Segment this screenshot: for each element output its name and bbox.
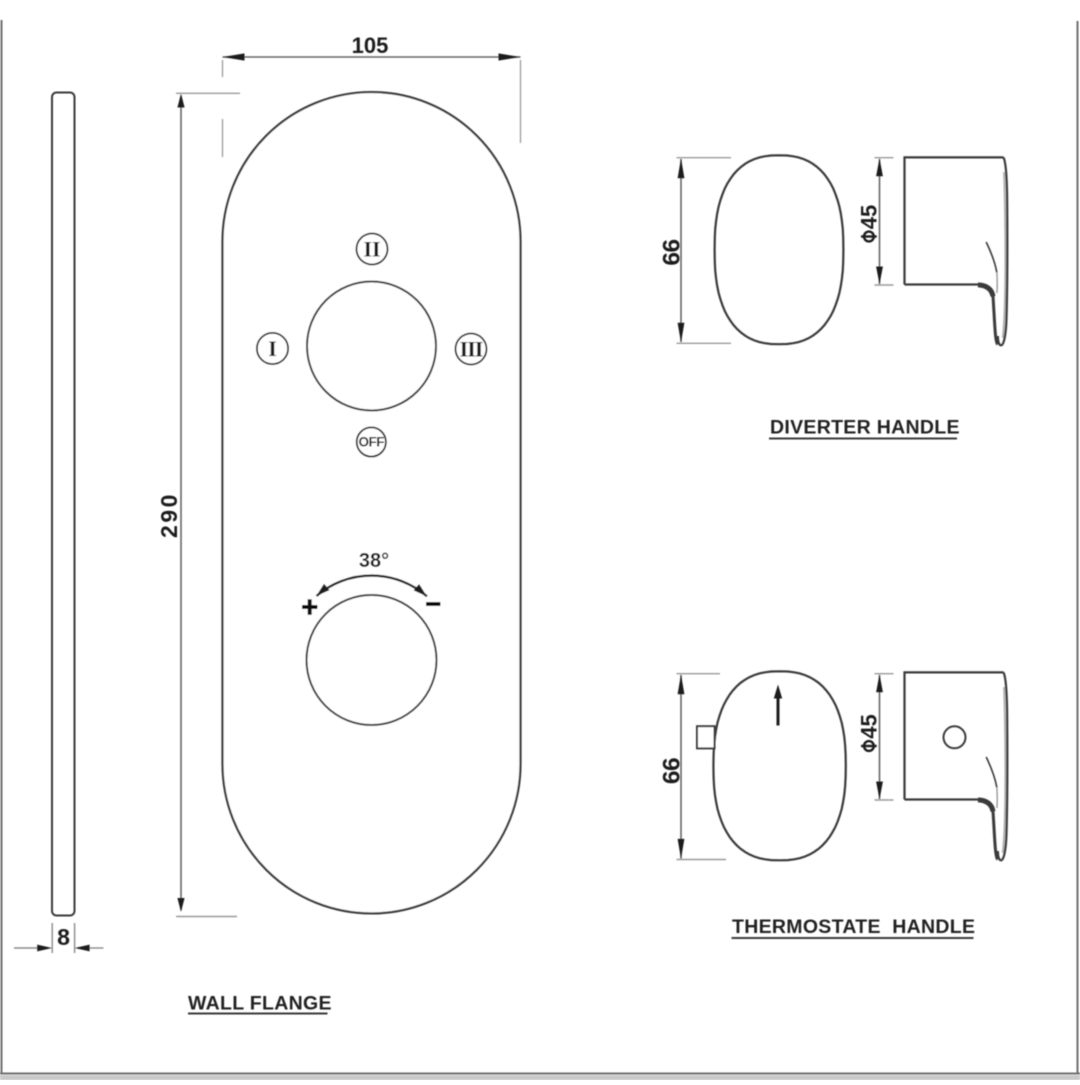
svg-text:8: 8 (57, 924, 70, 950)
svg-text:45: 45 (857, 205, 882, 229)
svg-text:WALL FLANGE: WALL FLANGE (188, 993, 332, 1015)
svg-text:DIVERTER HANDLE: DIVERTER HANDLE (770, 417, 960, 439)
svg-text:I: I (268, 336, 277, 361)
svg-text:THERMOSTATE HANDLE: THERMOSTATE HANDLE (732, 916, 975, 938)
svg-text:III: III (460, 337, 483, 362)
svg-text:45: 45 (857, 714, 882, 738)
svg-text:105: 105 (352, 33, 389, 58)
svg-text:66: 66 (659, 758, 686, 784)
svg-text:II: II (363, 237, 380, 262)
svg-text:OFF: OFF (359, 435, 385, 450)
svg-text:38°: 38° (359, 550, 389, 572)
svg-text:290: 290 (156, 492, 182, 538)
svg-text:66: 66 (659, 239, 686, 265)
